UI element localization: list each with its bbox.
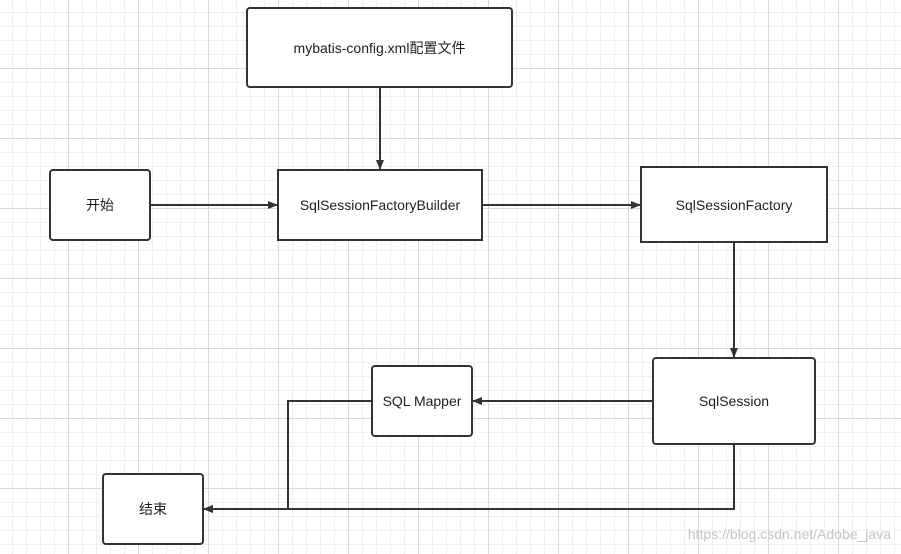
node-session[interactable]: SqlSession (652, 357, 816, 445)
node-builder[interactable]: SqlSessionFactoryBuilder (277, 169, 483, 241)
node-config[interactable]: mybatis-config.xml配置文件 (246, 7, 513, 88)
node-factory[interactable]: SqlSessionFactory (640, 166, 828, 243)
node-factory-label: SqlSessionFactory (675, 196, 793, 213)
node-mapper-label: SQL Mapper (382, 393, 462, 409)
node-builder-label: SqlSessionFactoryBuilder (299, 197, 461, 213)
edge-session-to-end (203, 445, 735, 513)
node-start[interactable]: 开始 (49, 169, 151, 241)
node-end-label: 结束 (139, 501, 167, 517)
edge-mapper-to-end (203, 400, 371, 513)
node-mapper[interactable]: SQL Mapper (371, 365, 473, 437)
node-config-label: mybatis-config.xml配置文件 (293, 39, 466, 56)
watermark-text: https://blog.csdn.net/Adobe_java (687, 526, 891, 542)
node-start-label: 开始 (86, 197, 114, 213)
node-session-label: SqlSession (698, 393, 770, 409)
node-end[interactable]: 结束 (102, 473, 204, 545)
